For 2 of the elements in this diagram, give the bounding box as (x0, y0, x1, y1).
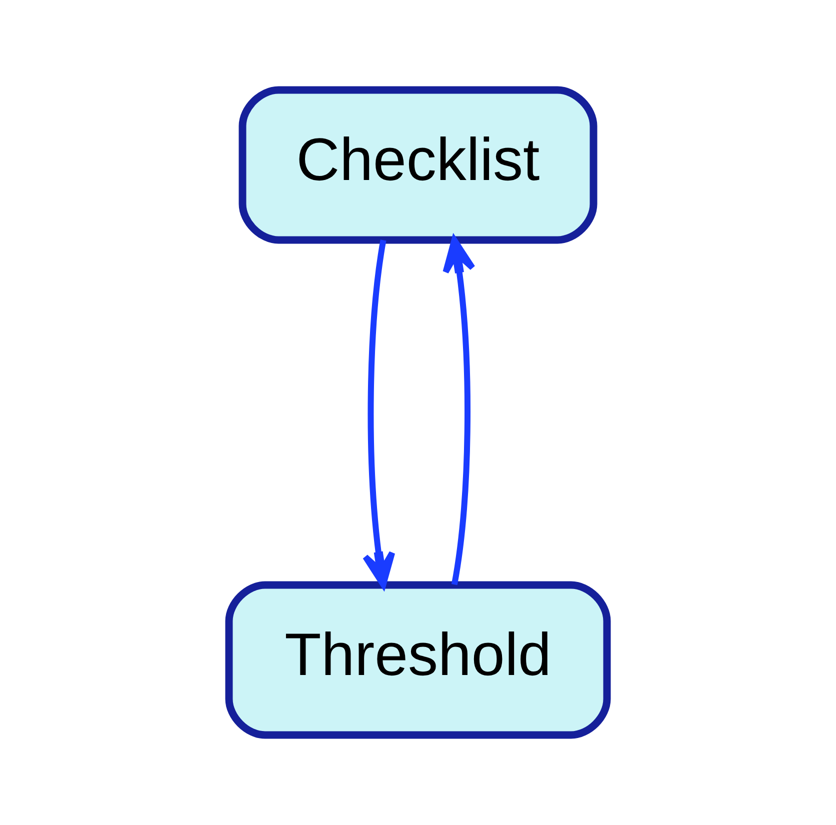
node-box: Threshold (225, 581, 611, 739)
node-box: Checklist (238, 86, 598, 244)
